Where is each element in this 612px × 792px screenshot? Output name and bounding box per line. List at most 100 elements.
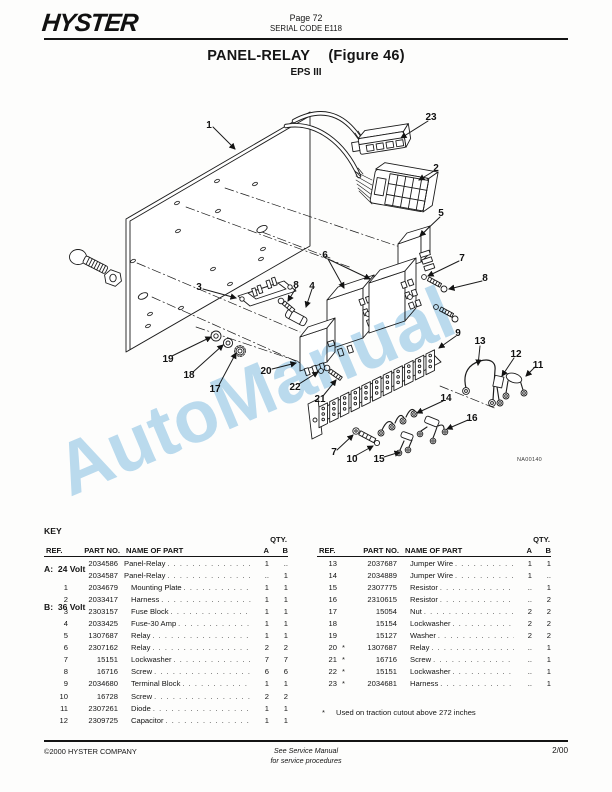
ref-cell: 7 xyxy=(63,655,68,665)
qty-a-cell: 7 xyxy=(264,655,269,665)
part-name: Screw xyxy=(131,691,153,701)
qty-b-cell: 1 xyxy=(283,583,288,593)
dot-leader xyxy=(178,618,251,630)
part-name: Terminal Block xyxy=(131,679,181,689)
qty-b-cell: 2 xyxy=(283,691,288,701)
header-a: A xyxy=(263,546,269,555)
qty-b-cell: 2 xyxy=(546,619,551,629)
jumper-13-shape xyxy=(462,359,496,407)
star-cell: * xyxy=(342,655,345,665)
callout-16: 16 xyxy=(466,413,478,424)
dot-leader xyxy=(455,570,514,582)
footer-date: 2/00 xyxy=(552,746,568,755)
part-number-cell: 2303157 xyxy=(88,607,118,617)
ref-cell: 21 xyxy=(328,655,337,665)
part-number-cell: 15151 xyxy=(96,655,118,665)
qty-a-cell: 2 xyxy=(527,607,532,617)
callout-7a: 7 xyxy=(459,253,465,264)
ref-cell: 8 xyxy=(63,667,68,677)
dot-leader xyxy=(171,606,251,618)
serial-code: SERIAL CODE E118 xyxy=(270,24,342,33)
qty-a-cell: .. xyxy=(527,643,532,653)
qty-a-cell: 1 xyxy=(527,571,532,581)
header-b: B xyxy=(545,546,551,555)
dot-leader xyxy=(166,715,252,727)
ref-cell: 5 xyxy=(63,631,68,641)
dot-leader xyxy=(152,630,251,642)
part-name: Harness xyxy=(131,595,160,605)
terminal-modules xyxy=(318,349,435,429)
fuse-block-shape xyxy=(237,276,297,307)
part-row: 1715054Nut22 xyxy=(317,606,551,618)
callout-1: 1 xyxy=(206,120,212,131)
key-line-b: B: 36 Volt xyxy=(44,601,86,612)
name-cell: Diode xyxy=(118,703,253,715)
part-name: Screw xyxy=(410,655,432,665)
header-ref: REF. xyxy=(319,546,336,555)
ref-cell: 16 xyxy=(328,595,337,605)
callout-19: 19 xyxy=(162,354,174,365)
qty-a-cell: 2 xyxy=(527,619,532,629)
part-number-cell: 2033425 xyxy=(88,619,118,629)
qty-b-cell: 2 xyxy=(546,607,551,617)
footer-rule xyxy=(44,740,568,742)
table-header: REF. PART NO. NAME OF PART A B xyxy=(317,545,551,557)
part-name: Relay xyxy=(131,631,151,641)
part-number-cell: 2307162 xyxy=(88,643,118,653)
footer-copyright: ©2000 HYSTER COMPANY xyxy=(44,747,137,756)
part-name: Relay xyxy=(131,643,151,653)
part-number-cell: 1307687 xyxy=(367,643,397,653)
ref-cell: 18 xyxy=(328,619,337,629)
name-cell: Relay xyxy=(118,642,253,654)
name-cell: Fuse Block xyxy=(118,606,253,618)
part-row: 1016728Screw22 xyxy=(44,691,288,703)
relay-6b-shape xyxy=(368,257,422,334)
qty-b-cell: 1 xyxy=(546,559,551,568)
qty-b-cell: 1 xyxy=(283,619,288,629)
header-b: B xyxy=(282,546,288,555)
star-cell: * xyxy=(342,643,345,653)
callout-20: 20 xyxy=(260,366,272,377)
nut-17-shape xyxy=(234,345,246,357)
footer-note: See Service Manual for service procedure… xyxy=(0,746,612,765)
lockwasher-18-shape xyxy=(222,337,234,349)
qty-b-cell: 2 xyxy=(546,595,551,605)
qty-b-cell: 1 xyxy=(546,655,551,665)
name-cell: Harness xyxy=(118,594,253,606)
part-name: Jumper Wire xyxy=(410,571,454,581)
part-number-cell: 16728 xyxy=(96,691,118,701)
dot-leader xyxy=(455,558,514,570)
screw-7a-8a-shape xyxy=(421,274,448,293)
name-cell: Terminal Block xyxy=(118,678,253,690)
ref-cell: 19 xyxy=(328,631,337,641)
ref-cell: 6 xyxy=(63,643,68,653)
callout-12: 12 xyxy=(510,349,522,360)
ref-cell: 11 xyxy=(60,703,68,713)
figure-code: NA00140 xyxy=(517,457,542,463)
ref-cell: 14 xyxy=(328,571,337,581)
qty-b-cell: 1 xyxy=(283,631,288,641)
qty-b-cell: 1 xyxy=(546,643,551,653)
ref-cell: 13 xyxy=(328,559,337,568)
qty-a-cell: 2 xyxy=(527,631,532,641)
callout-leaders xyxy=(171,120,536,458)
callout-15: 15 xyxy=(373,454,385,465)
callout-labels: 1 23 2 5 6 7 8 3 8 4 19 18 17 20 22 21 9… xyxy=(162,112,543,465)
dot-leader xyxy=(174,654,251,666)
part-number-cell: 2033417 xyxy=(88,595,118,605)
part-row: 51307687Relay11 xyxy=(44,630,288,642)
part-name: Diode xyxy=(131,703,151,713)
part-row: 1815154Lockwasher22 xyxy=(317,618,551,630)
harness-cables xyxy=(283,111,364,179)
key-title: KEY xyxy=(44,526,62,537)
name-cell: Mounting Plate xyxy=(118,582,253,594)
part-number-cell: 2034889 xyxy=(367,571,397,581)
part-name: Relay xyxy=(410,643,430,653)
qty-a-cell: 1 xyxy=(264,715,269,725)
footer-note-line2: for service procedures xyxy=(270,755,342,765)
